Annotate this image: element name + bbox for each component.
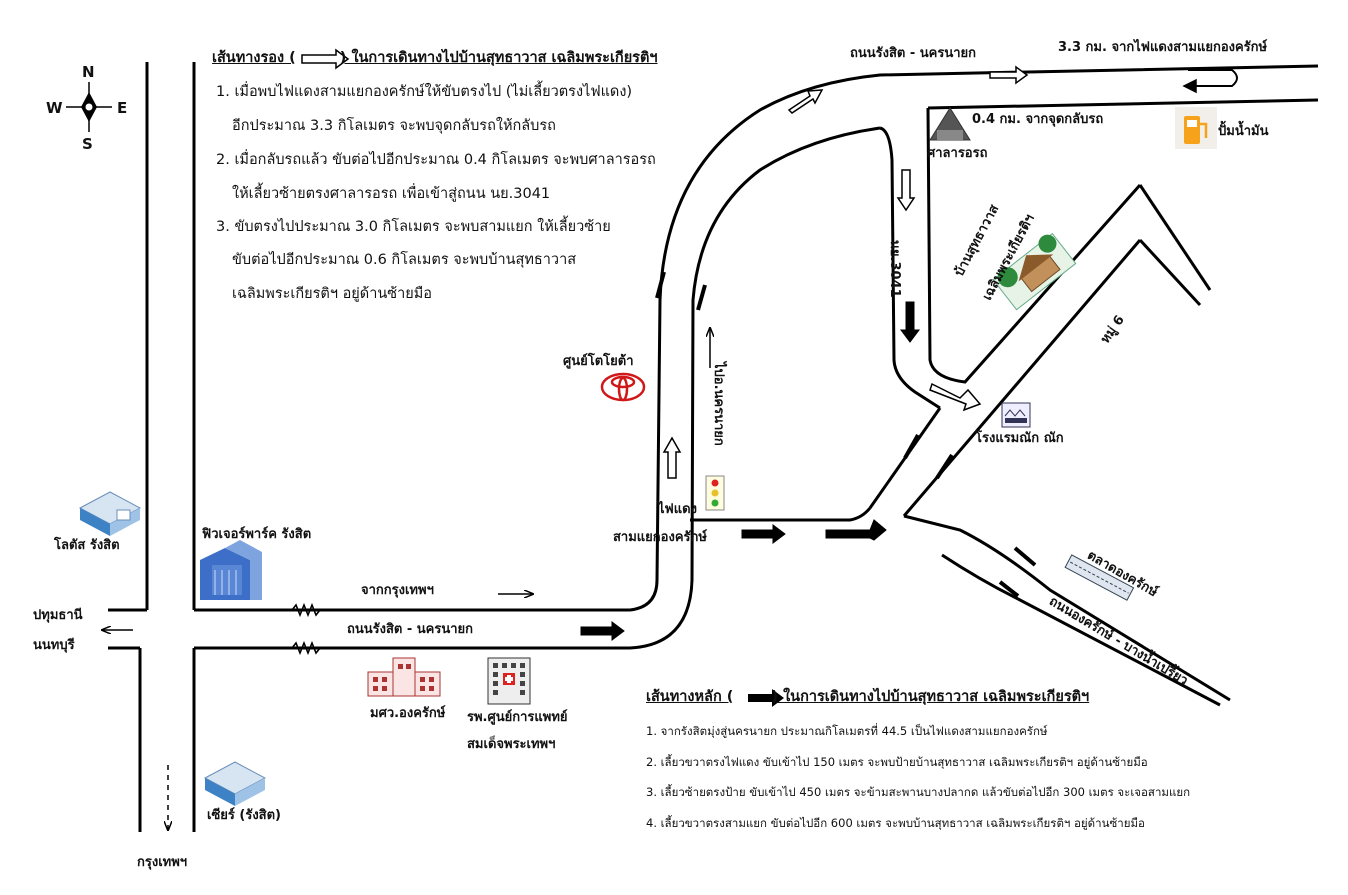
label-future-park: ฟิวเจอร์พาร์ค รังสิต	[202, 527, 312, 542]
label-ongkharak-junction: สามแยกองครักษ์	[613, 530, 707, 545]
route-arrows	[102, 328, 710, 830]
secondary-line-7: เฉลิมพระเกียรติฯ อยู่ด้านซ้ายมือ	[232, 286, 433, 302]
main-line-3: 3. เลี้ยวซ้ายตรงป้าย ขับเข้าไป 450 เมตร …	[646, 785, 1191, 799]
secondary-route-arrows	[662, 65, 1238, 479]
label-from-bangkok: จากกรุงเทพฯ	[361, 583, 434, 598]
compass-west: W	[46, 99, 63, 117]
label-university: มศว.องครักษ์	[370, 706, 446, 721]
hospital-building-icon	[487, 657, 531, 705]
label-hospital-line-2: สมเด็จพระเทพฯ	[467, 737, 556, 752]
label-bangkok: กรุงเทพฯ	[137, 855, 188, 870]
main-line-4: 4. เลี้ยวขวาตรงสามแยก ขับต่อไปอีก 600 เม…	[646, 816, 1145, 830]
label-uturn-distance: 3.3 กม. จากไฟแดงสามแยกองครักษ์	[1058, 40, 1268, 55]
house-sign-icon	[992, 232, 1077, 311]
seer-building-icon	[203, 761, 267, 806]
secondary-line-4: ให้เลี้ยวซ้ายตรงศาลารอรถ เพื่อเข้าสู่ถนน…	[232, 186, 551, 202]
label-road-3041: นย.3041	[887, 240, 902, 298]
label-gas-station: ปั้มน้ำมัน	[1218, 124, 1269, 139]
label-bus-stop: ศาลารอรถ	[927, 146, 988, 161]
hotel-icon	[1001, 402, 1031, 428]
secondary-route-title: เส้นทางรอง ( ) ในการเดินทางไปบ้านสุทธาวาส…	[212, 50, 658, 67]
market-icon	[1064, 554, 1135, 601]
main-title-before: เส้นทางหลัก (	[646, 689, 734, 705]
secondary-line-6: ขับต่อไปอีกประมาณ 0.6 กิโลเมตร จะพบบ้านส…	[232, 252, 577, 268]
main-line-1: 1. จากรังสิตมุ่งสู่นครนายก ประมาณกิโลเมต…	[646, 724, 1048, 738]
bus-stop-icon	[929, 107, 971, 141]
label-toyota: ศูนย์โตโยต้า	[563, 354, 634, 369]
secondary-line-1: 1. เมื่อพบไฟแดงสามแยกองครักษ์ให้ขับตรงไป…	[216, 84, 633, 100]
traffic-light-icon	[705, 475, 725, 511]
main-line-2: 2. เลี้ยวขวาตรงไฟแดง ขับเข้าไป 150 เมตร …	[646, 755, 1148, 769]
university-building-icon	[367, 657, 441, 697]
toyota-logo-icon	[600, 372, 646, 402]
secondary-title-after: ) ในการเดินทางไปบ้านสุทธาวาส เฉลิมพระเกี…	[339, 50, 658, 66]
label-pathum-thani: ปทุมธานี	[33, 608, 83, 623]
label-seer: เซียร์ (รังสิต)	[207, 808, 281, 823]
main-route-arrows	[580, 301, 920, 641]
gas-pump-icon	[1175, 107, 1217, 149]
label-traffic-light: ไฟแดง	[658, 502, 697, 517]
label-hospital-line-1: รพ.ศูนย์การแพทย์	[467, 710, 568, 725]
label-road-bottom: ถนนรังสิต - นครนายก	[347, 622, 474, 637]
main-title-after: ) ในการเดินทางไปบ้านสุทธาวาส เฉลิมพระเกี…	[771, 689, 1090, 705]
label-nonthaburi: นนทบุรี	[33, 638, 75, 653]
bottom-road	[108, 64, 1319, 707]
future-park-building-icon	[200, 540, 262, 600]
bridge-symbols	[266, 602, 352, 656]
secondary-title-before: เส้นทางรอง (	[212, 50, 296, 66]
label-lotus: โลตัส รังสิต	[54, 538, 120, 553]
label-to-nakhon: ไปอ.นครนายก	[711, 362, 726, 446]
compass-north: N	[82, 63, 95, 81]
secondary-line-5: 3. ขับตรงไปประมาณ 3.0 กิโลเมตร จะพบสามแย…	[216, 219, 611, 235]
compass-east: E	[117, 99, 128, 117]
secondary-line-2: อีกประมาณ 3.3 กิโลเมตร จะพบจุดกลับรถให้ก…	[232, 118, 556, 134]
compass-south: S	[82, 135, 93, 153]
compass-rose	[66, 82, 112, 132]
label-hotel: โรงแรมณัก ณัก	[975, 431, 1064, 446]
secondary-line-3: 2. เมื่อกลับรถแล้ว ขับต่อไปอีกประมาณ 0.4…	[216, 152, 656, 168]
legend-arrows	[301, 48, 784, 707]
label-road-top: ถนนรังสิต - นครนายก	[850, 46, 977, 61]
main-route-title: เส้นทางหลัก ( ) ในการเดินทางไปบ้านสุทธาวา…	[646, 689, 1089, 706]
left-road	[138, 62, 196, 832]
label-bus-distance: 0.4 กม. จากจุดกลับรถ	[972, 112, 1104, 127]
bridge-ticks	[655, 271, 1037, 598]
lotus-building-icon	[78, 491, 142, 536]
